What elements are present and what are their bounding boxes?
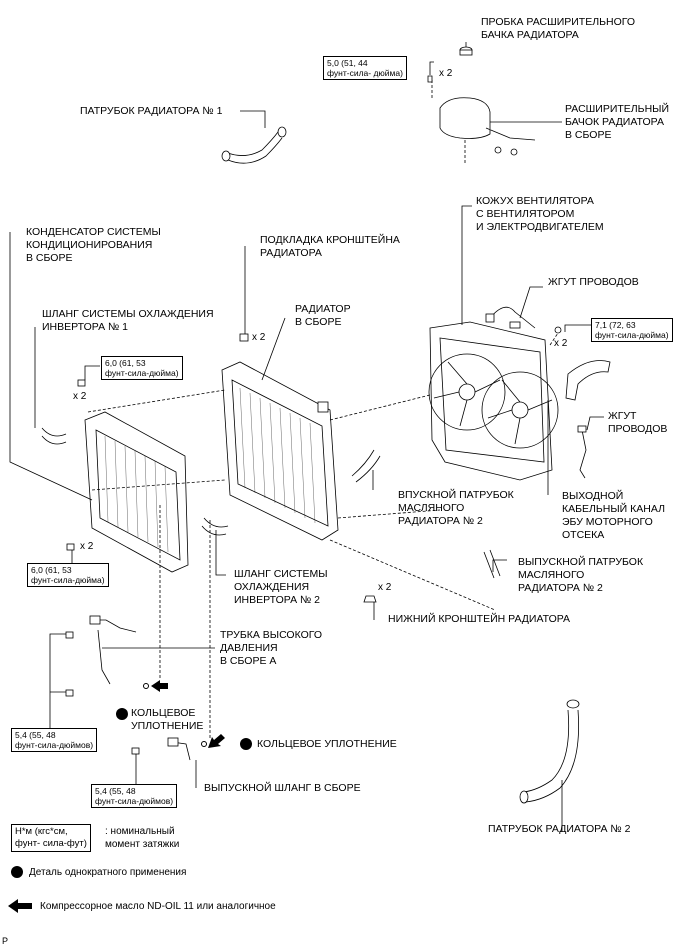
qty-mark: x 2 xyxy=(439,68,453,79)
label-hose2: ПАТРУБОК РАДИАТОРА № 2 xyxy=(488,823,631,835)
radiator-hose-1 xyxy=(221,126,287,164)
label-oring2: КОЛЬЦЕВОЕ УПЛОТНЕНИЕ xyxy=(257,738,397,750)
radiator-cap xyxy=(459,46,473,56)
lower-support xyxy=(363,595,377,603)
hp-tube xyxy=(89,615,137,685)
bolts xyxy=(65,333,249,755)
oil-cooler-inlet-hose xyxy=(351,449,381,483)
inverter-hose-1 xyxy=(41,427,67,445)
o-ring-1 xyxy=(143,683,149,689)
leader-radiator xyxy=(261,317,286,381)
radiator-hose-2 xyxy=(519,699,580,804)
radiator-core xyxy=(221,361,339,541)
qty-mark: x 2 xyxy=(252,332,266,343)
legend-oil-arrow-icon xyxy=(8,899,32,913)
wire-harness-2 xyxy=(577,425,587,479)
wire-harness-1 xyxy=(485,306,536,329)
legend-non-reusable: Деталь однократного применения xyxy=(29,867,187,878)
leader-wire-harness2 xyxy=(586,416,604,431)
label-wire-harness1: ЖГУТ ПРОВОДОВ xyxy=(548,276,639,288)
leader-oil-outlet xyxy=(492,559,507,572)
oil-cooler-outlet-hose xyxy=(483,549,501,579)
leader-fan-shroud xyxy=(461,205,472,325)
oil-arrow-icon xyxy=(208,734,225,748)
leader-condenser xyxy=(9,232,93,501)
leader-hose1 xyxy=(240,110,266,128)
leader-inverter-hose2 xyxy=(215,530,226,576)
discharge-hose xyxy=(167,737,191,761)
label-discharge-hose: ВЫПУСКНОЙ ШЛАНГ В СБОРЕ xyxy=(204,782,361,794)
qty-mark: x 2 xyxy=(73,391,87,402)
condenser xyxy=(84,411,189,573)
corner-mark: P xyxy=(2,936,9,946)
qty-mark: x 2 xyxy=(378,582,392,593)
non-reusable-icon xyxy=(240,738,252,750)
label-lower-support: НИЖНИЙ КРОНШТЕЙН РАДИАТОРА xyxy=(388,613,571,625)
oil-arrow-icon xyxy=(151,680,168,692)
legend-non-reusable-icon xyxy=(11,866,23,878)
qty-mark: x 2 xyxy=(80,541,94,552)
reserve-tank xyxy=(427,75,536,156)
leader-wire-harness1 xyxy=(519,286,543,319)
legend-torque-box: Н*м (кгс*см,фунт- сила-фут) xyxy=(11,824,91,852)
non-reusable-icon xyxy=(116,708,128,720)
inverter-hose-2 xyxy=(201,517,229,536)
o-ring-2 xyxy=(201,741,207,747)
qty-mark: x 2 xyxy=(554,338,568,349)
label-hose1: ПАТРУБОК РАДИАТОРА № 1 xyxy=(80,105,223,117)
legend-oil: Компрессорное масло ND-OIL 11 или аналог… xyxy=(40,901,276,912)
ecu-duct xyxy=(554,326,611,401)
fan-shroud xyxy=(428,321,559,481)
